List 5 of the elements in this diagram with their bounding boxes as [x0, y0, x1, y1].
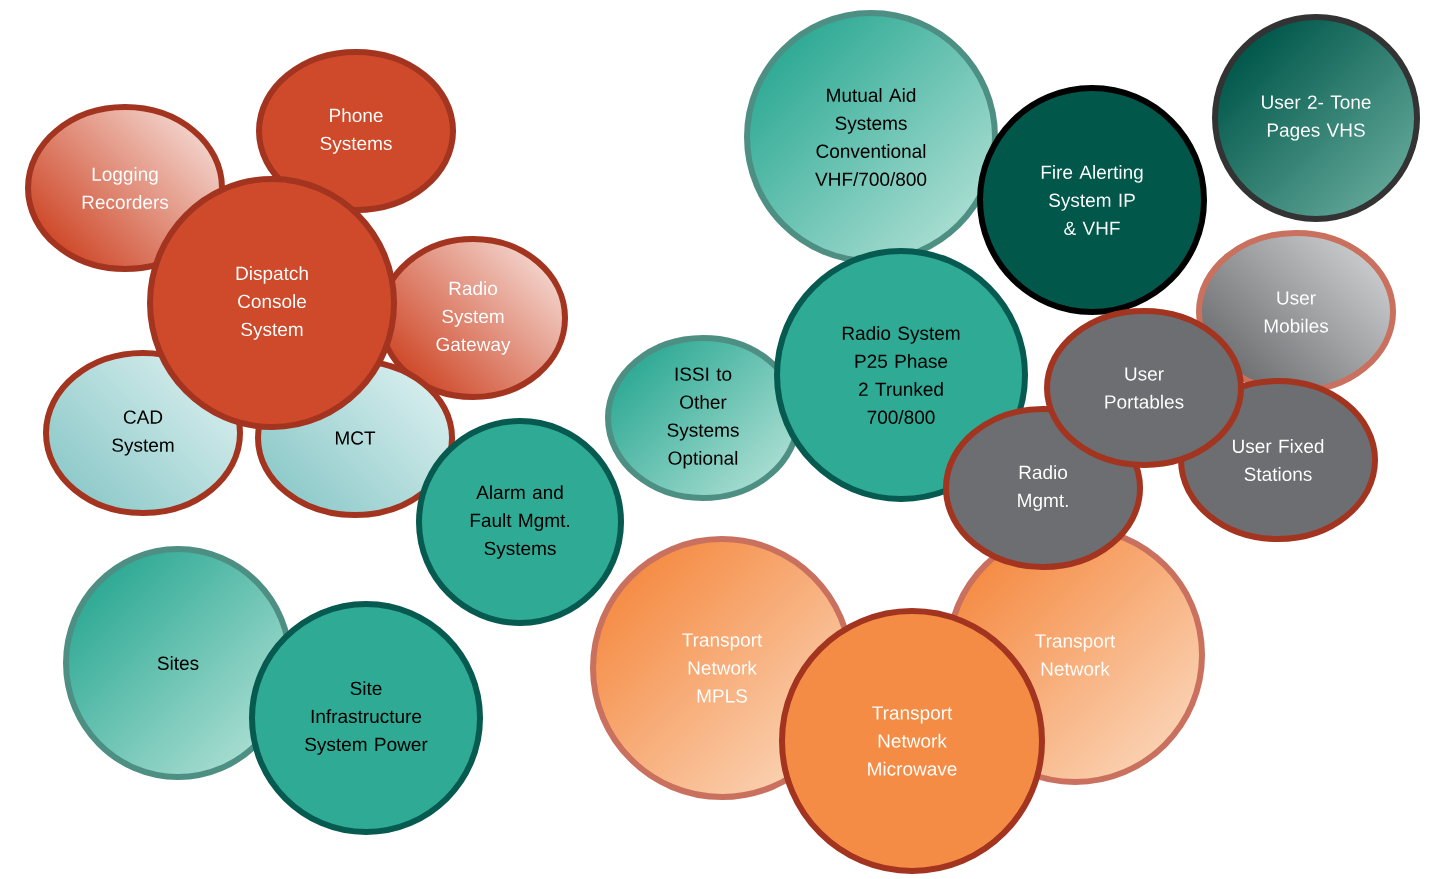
- bubble: Phone Systems: [256, 49, 456, 213]
- bubble: Fire Alerting System IP & VHF: [977, 85, 1207, 315]
- bubble: Alarm and Fault Mgmt. Systems: [416, 418, 624, 626]
- bubble: User 2- Tone Pages VHS: [1212, 14, 1420, 222]
- bubble: Site Infrastructure System Power: [249, 601, 483, 835]
